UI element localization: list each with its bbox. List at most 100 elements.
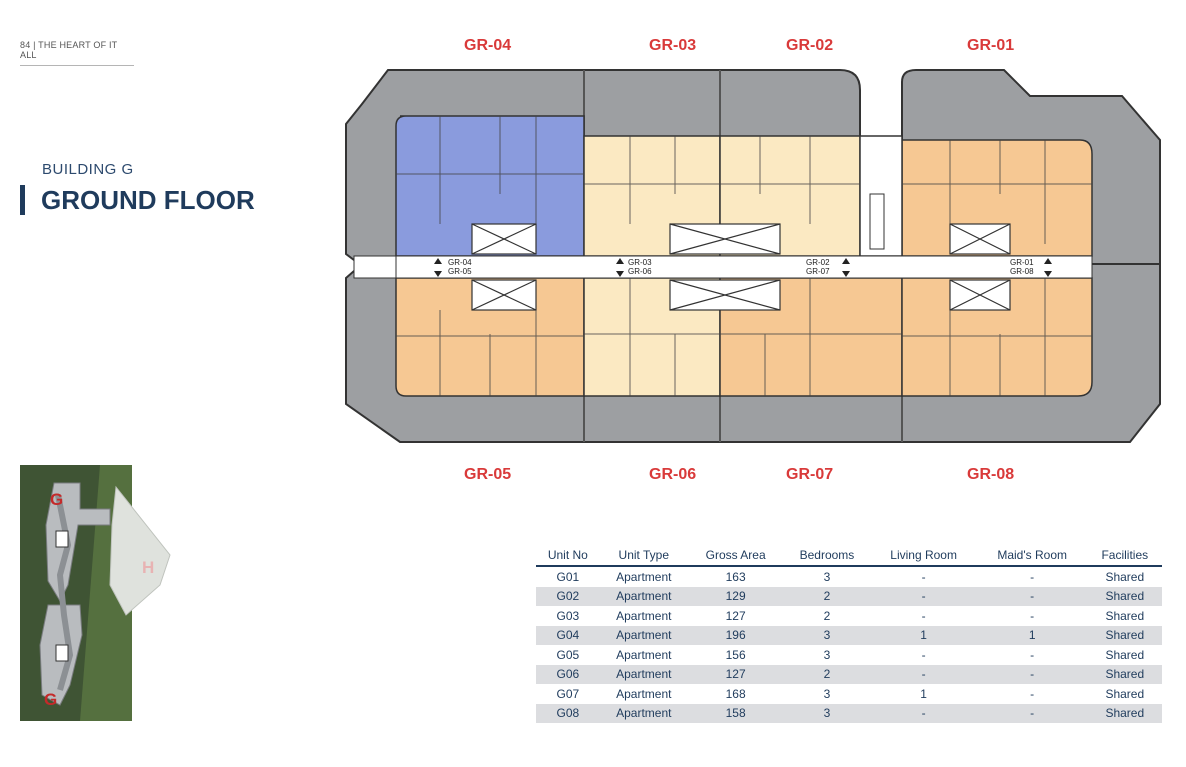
cell: Apartment: [599, 625, 688, 645]
col-living-room: Living Room: [870, 546, 977, 567]
cell: 156: [725, 647, 746, 662]
cell: Shared: [1105, 647, 1145, 662]
site-marker-g: G: [44, 690, 57, 709]
corridor-tag: GR-01: [1010, 258, 1034, 267]
cell: Shared: [1087, 586, 1162, 606]
cell: 2: [823, 608, 831, 623]
cell: -: [921, 569, 926, 584]
unit-label-gr06: GR-06: [649, 466, 697, 483]
col-unit-no: Unit No: [536, 546, 600, 567]
floor-plan: GR-04 GR-05 GR-03 GR-06 GR-02 GR-07 GR-0…: [345, 69, 1161, 443]
cell: 3: [823, 686, 831, 701]
table-header-row: Unit No Unit Type Gross Area Bedrooms Li…: [536, 546, 1162, 567]
cell: Apartment: [599, 586, 688, 606]
col-gross-area: Gross Area: [687, 546, 784, 567]
col-bedrooms: Bedrooms: [783, 546, 871, 567]
cell: G02: [536, 586, 600, 606]
cell: 129: [687, 586, 784, 606]
floor-title: GROUND FLOOR: [20, 185, 255, 215]
cell: Apartment: [599, 703, 688, 723]
corridor: [395, 255, 1093, 279]
corridor-tag: GR-08: [1010, 267, 1034, 276]
cell: Shared: [1105, 686, 1145, 701]
col-facilities: Facilities: [1087, 546, 1162, 567]
cell: Shared: [1087, 625, 1162, 645]
cell: -: [921, 608, 926, 623]
cell: -: [976, 664, 1088, 684]
table-row: G01 Apartment 163 3 - - Shared: [536, 566, 1162, 587]
cell: 158: [687, 703, 784, 723]
cell: -: [1030, 647, 1035, 662]
unit-label-gr03: GR-03: [649, 37, 697, 54]
cell: Apartment: [599, 664, 688, 684]
cell: G04: [536, 625, 600, 645]
cell: -: [870, 586, 977, 606]
cell: G05: [556, 647, 580, 662]
site-marker-g: G: [50, 490, 63, 509]
unit-label-gr02: GR-02: [786, 37, 834, 54]
table-row: G07 Apartment 168 3 1 - Shared: [536, 684, 1162, 704]
cell: Shared: [1087, 664, 1162, 684]
col-unit-type: Unit Type: [599, 546, 688, 567]
cell: 1: [976, 625, 1088, 645]
cell: Apartment: [616, 569, 672, 584]
entrance: [353, 255, 397, 279]
stair-core: [859, 135, 903, 257]
cell: -: [921, 647, 926, 662]
page-header: 84 | THE HEART OF IT ALL: [20, 40, 134, 66]
cell: -: [976, 586, 1088, 606]
table-row: G05 Apartment 156 3 - - Shared: [536, 645, 1162, 665]
cell: Apartment: [616, 686, 672, 701]
unit-label-gr05: GR-05: [464, 466, 512, 483]
unit-label-gr07: GR-07: [786, 466, 834, 483]
corridor-tag: GR-06: [628, 267, 652, 276]
cell: G08: [536, 703, 600, 723]
cell: 3: [783, 625, 871, 645]
cell: G07: [556, 686, 580, 701]
table-row: G03 Apartment 127 2 - - Shared: [536, 606, 1162, 626]
cell: 1: [870, 625, 977, 645]
cell: 3: [823, 647, 831, 662]
cell: 163: [725, 569, 746, 584]
cell: -: [1030, 686, 1035, 701]
cell: 2: [783, 586, 871, 606]
cell: -: [1030, 569, 1035, 584]
cell: Apartment: [616, 647, 672, 662]
cell: 1: [920, 686, 927, 701]
cell: -: [870, 703, 977, 723]
units-table: Unit No Unit Type Gross Area Bedrooms Li…: [536, 546, 1162, 723]
building-label: BUILDING G: [42, 161, 134, 178]
unit-label-gr04: GR-04: [464, 37, 512, 54]
cell: 196: [687, 625, 784, 645]
unit-label-gr08: GR-08: [967, 466, 1015, 483]
cell: G03: [556, 608, 580, 623]
cell: G01: [556, 569, 580, 584]
cell: 127: [725, 608, 746, 623]
unit-label-gr01: GR-01: [967, 37, 1015, 54]
cell: -: [870, 664, 977, 684]
cell: -: [1030, 608, 1035, 623]
cell: 3: [783, 703, 871, 723]
site-map: G G H: [20, 465, 192, 721]
corridor-tag: GR-05: [448, 267, 472, 276]
corridor-tag: GR-03: [628, 258, 652, 267]
cell: 2: [783, 664, 871, 684]
corridor-tag: GR-04: [448, 258, 472, 267]
cell: 3: [823, 569, 831, 584]
cell: Apartment: [616, 608, 672, 623]
cell: -: [976, 703, 1088, 723]
cell: Shared: [1105, 569, 1145, 584]
cell: 127: [687, 664, 784, 684]
cell: G06: [536, 664, 600, 684]
col-maids-room: Maid's Room: [976, 546, 1088, 567]
corridor-tag: GR-07: [806, 267, 830, 276]
cell: Shared: [1087, 703, 1162, 723]
cell: Shared: [1105, 608, 1145, 623]
cell: 168: [725, 686, 746, 701]
site-marker-h: H: [142, 558, 154, 577]
corridor-tag: GR-02: [806, 258, 830, 267]
